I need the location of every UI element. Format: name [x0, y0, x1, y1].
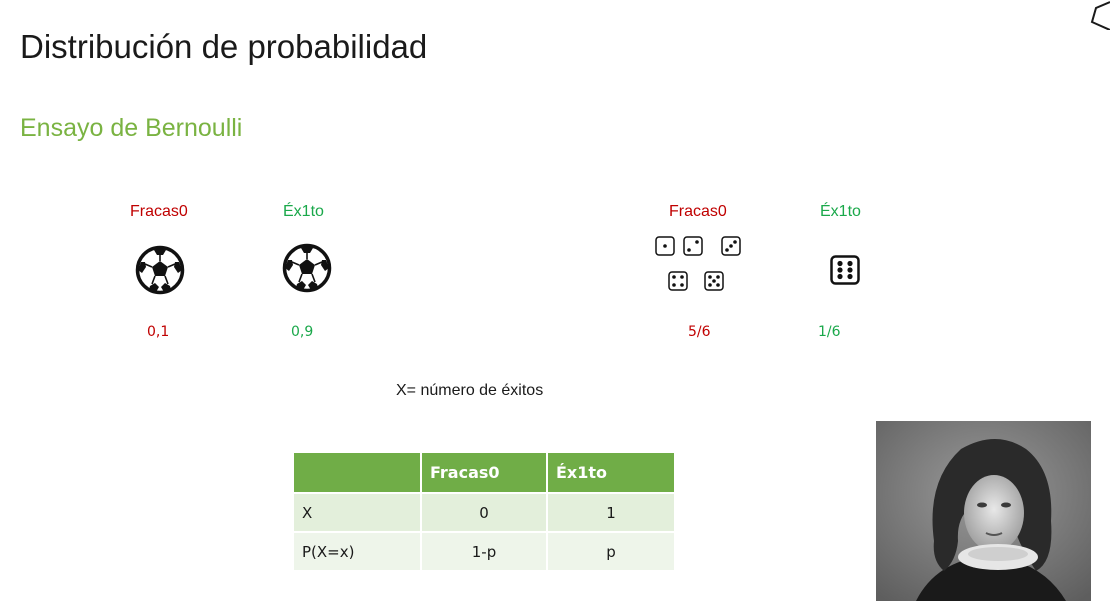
table-cell: X: [294, 494, 422, 531]
dice-failure-label: Fracas0: [669, 203, 727, 220]
table-cell: 1-p: [422, 533, 548, 570]
dice-failure-probability: 5/6: [688, 324, 711, 340]
soccer-ball-icon: [282, 243, 332, 293]
portrait-image: [876, 421, 1091, 601]
soccer-success-label: Éx1to: [283, 203, 324, 220]
die-face-4-icon: [668, 271, 688, 291]
slide-title: Distribución de probabilidad: [20, 28, 428, 65]
corner-shape-icon: [1090, 1, 1110, 30]
soccer-success-probability: 0,9: [291, 324, 314, 340]
table-cell: P(X=x): [294, 533, 422, 570]
soccer-failure-probability: 0,1: [147, 324, 170, 340]
random-variable-caption: X= número de éxitos: [396, 382, 544, 399]
table-cell: 0: [422, 494, 548, 531]
die-face-2-icon: [683, 236, 703, 256]
soccer-failure-label: Fracas0: [130, 203, 188, 220]
table-header-cell: Éx1to: [548, 453, 674, 492]
table-row: X 0 1: [294, 494, 674, 531]
table-header-row: Fracas0 Éx1to: [294, 453, 674, 492]
table-cell: 1: [548, 494, 674, 531]
table-header-cell: Fracas0: [422, 453, 548, 492]
dice-success-probability: 1/6: [818, 324, 841, 340]
table-row: P(X=x) 1-p p: [294, 533, 674, 570]
table-cell: p: [548, 533, 674, 570]
dice-success-label: Éx1to: [820, 203, 861, 220]
die-face-3-icon: [721, 236, 741, 256]
table-header-cell: [294, 453, 422, 492]
slide-subtitle: Ensayo de Bernoulli: [20, 114, 243, 142]
die-face-5-icon: [704, 271, 724, 291]
die-face-1-icon: [655, 236, 675, 256]
die-face-6-icon: [830, 255, 860, 285]
soccer-ball-icon: [135, 245, 185, 295]
probability-table: Fracas0 Éx1to X 0 1 P(X=x) 1-p p: [294, 451, 674, 572]
